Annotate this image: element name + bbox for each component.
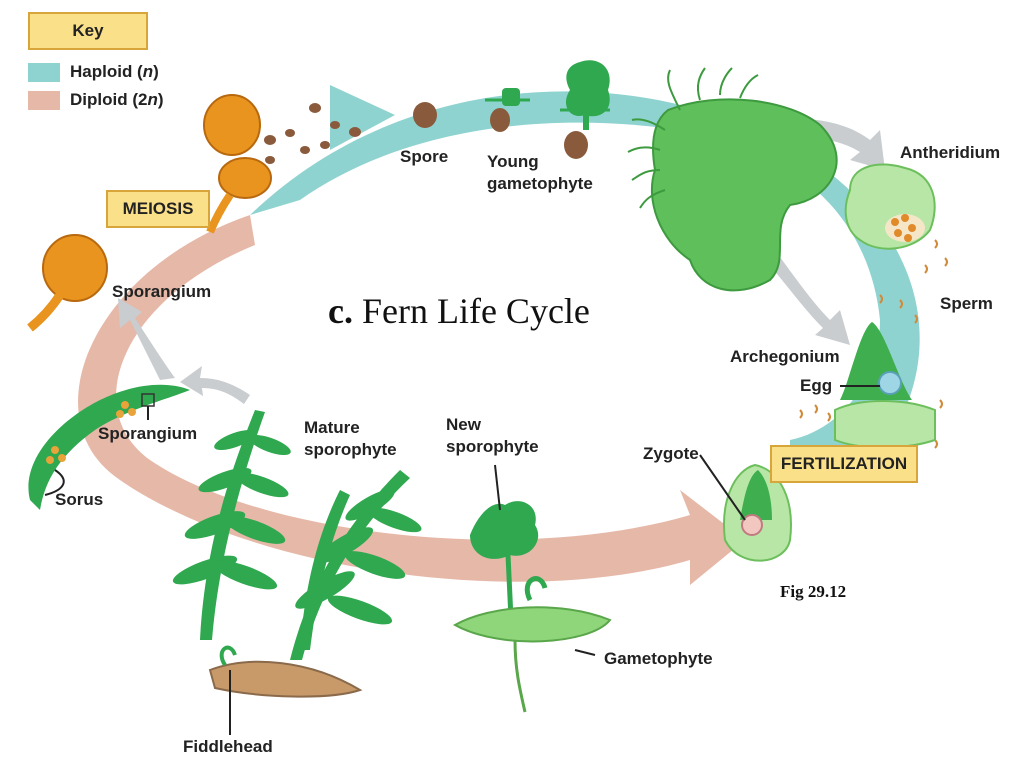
diploid-band	[78, 215, 745, 585]
new-sporophyte-label-1: New	[446, 415, 481, 434]
diploid-label: Diploid (2n)	[70, 90, 164, 109]
leaf-with-sori	[28, 384, 190, 510]
released-spores	[264, 103, 361, 164]
gametophyte-label: Gametophyte	[604, 649, 713, 668]
key-title: Key	[28, 12, 148, 50]
haploid-arrowhead	[330, 85, 395, 150]
mature-gametophyte	[627, 67, 838, 292]
sperm-cells	[799, 239, 948, 449]
diploid-swatch	[28, 91, 60, 110]
rhizome	[208, 660, 363, 698]
leader-lines	[44, 385, 880, 735]
haploid-swatch	[28, 63, 60, 82]
diagram-title: c. Fern Life Cycle	[328, 290, 590, 332]
fiddlehead-icon	[219, 645, 237, 667]
zygote-label: Zygote	[643, 444, 699, 463]
archegonium-label: Archegonium	[730, 347, 840, 366]
mature-sporophyte-label-1: Mature	[304, 418, 360, 437]
young-gametophyte-large	[560, 60, 610, 159]
title-text: Fern Life Cycle	[352, 291, 590, 331]
antheridium-icon	[844, 163, 936, 250]
young-gametophyte-label-2: gametophyte	[487, 174, 593, 193]
young-gametophyte-label-1: Young	[487, 152, 539, 171]
mature-sporophyte-icon	[172, 410, 422, 660]
haploid-label: Haploid (n)	[70, 62, 159, 81]
egg-label: Egg	[800, 376, 833, 395]
sporangium-leaf-label: Sporangium	[98, 424, 198, 443]
mature-sporophyte-label-2: sporophyte	[304, 440, 397, 459]
antheridium-label: Antheridium	[900, 143, 1001, 162]
meiosis-box: MEIOSIS	[106, 190, 210, 228]
new-sporophyte-icon	[452, 501, 612, 713]
archegonium-icon	[834, 322, 936, 449]
young-gametophyte-small	[485, 88, 530, 132]
sporangium-closed	[27, 234, 108, 332]
fertilization-box: FERTILIZATION	[770, 445, 918, 483]
sporangium-top-label: Sporangium	[112, 282, 212, 301]
zygote-icon	[723, 463, 792, 562]
spore-label: Spore	[400, 147, 449, 166]
arrow-to-sporangium	[118, 298, 175, 380]
spore-icon	[413, 102, 437, 128]
figure-reference: Fig 29.12	[780, 582, 847, 601]
sporangium-releasing	[203, 94, 272, 234]
title-letter: c.	[328, 291, 353, 331]
arrow-to-leaf	[180, 366, 250, 404]
sperm-label: Sperm	[940, 294, 993, 313]
new-sporophyte-label-2: sporophyte	[446, 437, 539, 456]
sorus-label: Sorus	[55, 490, 104, 509]
fiddlehead-label: Fiddlehead	[183, 737, 273, 756]
